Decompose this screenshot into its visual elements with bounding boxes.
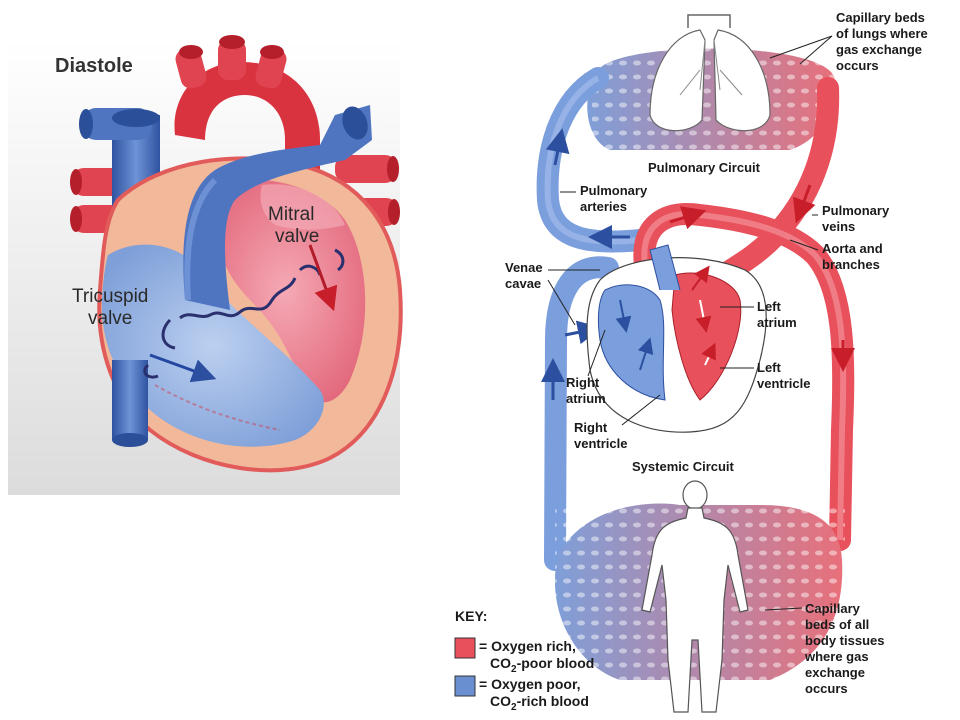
vena-cava-branch-opening [79,109,93,139]
venae-cavae-vessel [544,256,619,571]
circulation-diagram: Capillary beds of lungs where gas exchan… [454,10,928,713]
left-ventricle-flow [701,342,716,366]
svg-text:Left: Left [757,299,782,314]
legend-swatch-oxygen-poor [454,675,476,697]
legend-rich-line2: CO2-poor blood [490,655,594,675]
heart-illustration: Diastole [8,35,403,495]
mitral-label-line1: Mitral [268,204,314,225]
aorta-branch-2-opening [219,35,245,49]
svg-text:Aorta and: Aorta and [822,241,883,256]
svg-text:Right: Right [574,420,608,435]
svg-text:Left: Left [757,360,782,375]
aortic-outflow [691,265,710,291]
venae-cavae-arrow-2 [564,320,602,345]
svg-text:where gas: where gas [804,649,869,664]
right-ventricle-flow [637,337,654,371]
aorta-branch-1-opening [179,45,203,59]
svg-text:body tissues: body tissues [805,633,884,648]
aortic-arch [174,61,320,175]
pulmonary-vein-arrow [792,184,816,224]
svg-text:Venae: Venae [505,260,543,275]
svg-text:Right: Right [566,375,600,390]
svg-text:arteries: arteries [580,199,627,214]
valve-ring [179,277,297,320]
svg-text:cavae: cavae [505,276,541,291]
tricuspid-label-line1: Tricuspid [72,286,148,307]
pulmonary-trunk [183,105,372,310]
tricuspid-leaflet-2 [143,363,159,379]
pulmonary-trunk-highlight [184,177,218,301]
tricuspid-label-line2: valve [88,308,132,329]
legend-swatch-oxygen-rich [454,637,476,659]
right-atrium-label: Right atrium [566,329,606,406]
left-atrium-label: Left atrium [720,299,797,330]
pulmonary-veins-label: Pulmonary veins [812,203,890,234]
pulmonary-vein-left-lower-opening [70,206,82,232]
legend-rich-line1: = Oxygen rich, [479,638,576,654]
legend-poor-line1: = Oxygen poor, [479,676,581,692]
svg-text:Pulmonary: Pulmonary [580,183,648,198]
svg-text:veins: veins [822,219,855,234]
legend: KEY: = Oxygen rich, CO2-poor blood = Oxy… [454,608,594,713]
left-heart-chambers [205,179,366,403]
pulmonary-circuit-label: Pulmonary Circuit [648,160,761,175]
aorta-arrow [669,206,707,230]
pulmonary-trunk-opening [342,106,368,140]
left-atrium-flow [695,299,712,333]
tricuspid-flow-arrow [149,353,217,383]
svg-text:beds of all: beds of all [805,617,869,632]
systemic-circuit-label: Systemic Circuit [632,459,735,474]
inferior-vena-cava-opening [112,433,148,447]
right-heart-schematic [597,284,666,401]
pulmonary-trunk-schematic [649,244,681,291]
svg-text:of lungs where: of lungs where [836,26,928,41]
svg-text:branches: branches [822,257,880,272]
inferior-vena-cava [112,360,148,440]
mitral-flow-arrow [308,244,338,312]
aorta-branch-3-opening [260,45,284,59]
svg-text:occurs: occurs [836,58,879,73]
right-atrium-flow [615,299,632,333]
svg-text:occurs: occurs [805,681,848,696]
diastole-title: Diastole [55,55,133,77]
svg-text:atrium: atrium [566,391,606,406]
aorta-branch-1 [175,47,207,89]
svg-text:Pulmonary: Pulmonary [822,203,890,218]
pulmonary-vein-right-upper [335,155,397,183]
svg-text:gas exchange: gas exchange [836,42,922,57]
superior-vena-cava-opening [112,109,160,127]
aorta-label: Aorta and branches [789,239,883,272]
mitral-label-line2: valve [275,226,319,247]
mitral-leaflet-2 [334,248,345,272]
left-ventricle-label: Left ventricle [720,360,810,391]
tricuspid-leaflet [161,318,176,350]
svg-text:ventricle: ventricle [574,436,627,451]
capillary-lungs-label: Capillary beds of lungs where gas exchan… [769,10,928,73]
svg-text:ventricle: ventricle [757,376,810,391]
pulmonary-artery-arrow [545,128,570,166]
right-ventricle-label: Right ventricle [574,394,661,451]
legend-poor-line2: CO2-rich blood [490,693,589,713]
pulmonary-arteries-label: Pulmonary arteries [560,183,648,214]
aorta-branch-2 [218,40,246,80]
capillary-body-label: Capillary beds of all body tissues where… [764,601,884,696]
svg-text:Capillary beds: Capillary beds [836,10,925,25]
pulmonary-vein-right-upper-opening [387,156,399,182]
human-figure [641,480,749,713]
left-atrium-highlight [260,184,345,230]
venae-cavae-label: Venae cavae [505,260,600,326]
legend-title: KEY: [455,608,487,624]
pulmonary-vein-right-lower-opening [388,199,400,225]
svg-text:Capillary: Capillary [805,601,861,616]
svg-text:exchange: exchange [805,665,865,680]
right-heart-chambers [101,244,324,447]
pulmonary-vein-left-upper-opening [70,169,82,195]
svg-text:atrium: atrium [757,315,797,330]
lungs [649,14,771,132]
